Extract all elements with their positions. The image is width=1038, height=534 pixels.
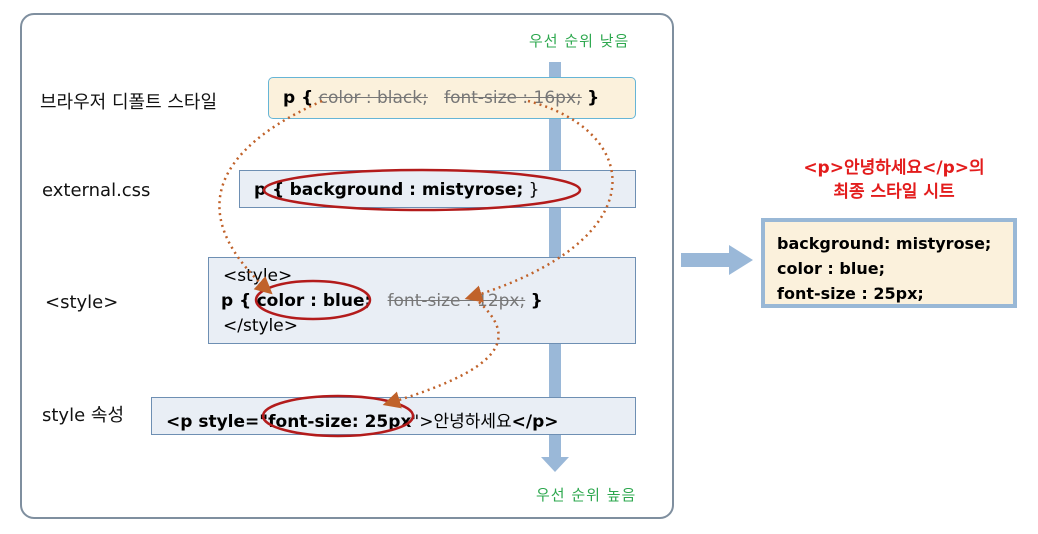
row-label-browser-default: 브라우저 디폴트 스타일	[40, 92, 218, 113]
browser-default-box: p { color : black; font-size : 16px; }	[268, 77, 636, 119]
style-tag-color-decl: color : blue;	[256, 291, 372, 311]
external-background-decl: background : mistyrose;	[289, 180, 524, 200]
style-tag-box: <style> p { color : blue; font-size : 12…	[208, 257, 636, 344]
final-background-line: background: mistyrose;	[777, 234, 992, 253]
ellipse-background-decl	[262, 168, 582, 212]
final-font-size-line: font-size : 25px;	[777, 284, 924, 303]
external-close-brace: }	[528, 180, 540, 200]
style-close-tag: </style>	[223, 316, 298, 336]
ellipse-color-decl	[254, 279, 372, 321]
arrow-font-size-override-1	[464, 99, 614, 303]
final-style-box: background: mistyrose; color : blue; fon…	[761, 218, 1017, 308]
browser-default-font-size-decl: font-size : 16px;	[444, 88, 582, 108]
browser-default-color-decl: color : black;	[318, 88, 428, 108]
row-label-external-css: external.css	[42, 180, 151, 201]
style-tag-font-size-decl: font-size : 12px;	[387, 291, 526, 311]
row-label-style-tag: <style>	[45, 292, 119, 313]
priority-low-label: 우선 순위 낮음	[529, 32, 630, 50]
final-color-line: color : blue;	[777, 259, 885, 278]
style-attr-close-tag: </p>	[511, 412, 559, 432]
arrow-color-override	[218, 99, 323, 295]
arrow-font-size-override-2	[382, 301, 500, 409]
final-style-title: <p>안녕하세요</p>의 최종 스타일 시트	[760, 156, 1028, 204]
final-style-title-line1: <p>안녕하세요</p>의	[803, 158, 985, 178]
style-open-tag: <style>	[223, 266, 293, 286]
final-style-title-line2: 최종 스타일 시트	[833, 182, 955, 202]
style-attr-mid: ">	[411, 412, 434, 432]
style-attr-content: 안녕하세요	[433, 412, 512, 432]
priority-high-label: 우선 순위 높음	[536, 486, 637, 504]
browser-default-selector: p {	[283, 88, 314, 108]
ellipse-font-size-decl	[261, 394, 415, 438]
style-attr-prefix: <p style="	[166, 412, 269, 432]
row-label-style-attr: style 속성	[42, 405, 125, 426]
style-attr-font-size-decl: font-size: 25px	[268, 412, 412, 432]
style-tag-close-brace: }	[530, 291, 543, 311]
external-selector: p {	[254, 180, 285, 200]
style-tag-selector: p {	[221, 291, 252, 311]
browser-default-close-brace: }	[587, 88, 600, 108]
